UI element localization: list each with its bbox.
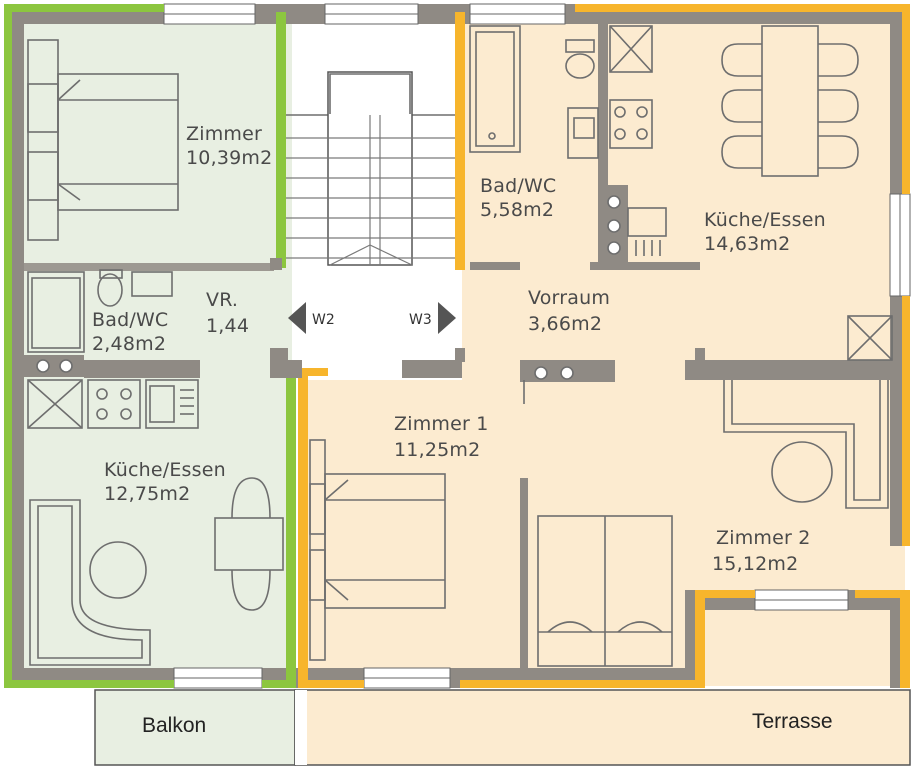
furniture-right	[309, 25, 893, 667]
room-area-kueche-left: 12,75m2	[104, 483, 190, 505]
balkon-area	[94, 689, 296, 766]
room-name-kueche-left: Küche/Essen	[104, 459, 226, 481]
apartment-right-fill	[302, 14, 905, 686]
door-marker-w3: W3	[409, 302, 456, 334]
room-area-zimmer-2: 15,12m2	[712, 553, 798, 575]
apartment-left-fill	[14, 14, 292, 686]
staircase	[286, 71, 455, 266]
room-name-vorraum: Vorraum	[528, 287, 610, 309]
room-area-zimmer-left: 10,39m2	[186, 147, 272, 169]
arrow-right-icon	[438, 302, 456, 334]
label-balkon: Balkon	[142, 714, 206, 737]
room-name-zimmer-1: Zimmer 1	[394, 413, 489, 435]
label-terrasse: Terrasse	[752, 710, 833, 733]
apartment-right-boundary	[296, 4, 910, 688]
room-name-bad-wc-right: Bad/WC	[480, 175, 556, 197]
room-area-zimmer-1: 11,25m2	[394, 439, 480, 461]
room-area-bad-wc-left: 2,48m2	[92, 333, 166, 355]
room-area-vr: 1,44	[206, 315, 249, 337]
room-name-kueche-right: Küche/Essen	[704, 209, 826, 231]
room-area-bad-wc-right: 5,58m2	[480, 199, 554, 221]
arrow-left-icon	[288, 302, 306, 334]
terrasse-area	[294, 689, 911, 766]
furniture-left	[27, 39, 284, 666]
room-area-vorraum: 3,66m2	[528, 313, 602, 335]
door-marker-w2: W2	[288, 302, 335, 334]
room-area-kueche-right: 14,63m2	[704, 233, 790, 255]
door-label-w2: W2	[312, 312, 335, 328]
room-name-bad-wc-left: Bad/WC	[92, 309, 168, 331]
room-name-zimmer-left: Zimmer	[186, 123, 262, 145]
room-name-zimmer-2: Zimmer 2	[716, 527, 811, 549]
door-label-w3: W3	[409, 312, 432, 328]
apartment-left-boundary	[4, 4, 296, 688]
room-name-vr: VR.	[206, 289, 238, 311]
